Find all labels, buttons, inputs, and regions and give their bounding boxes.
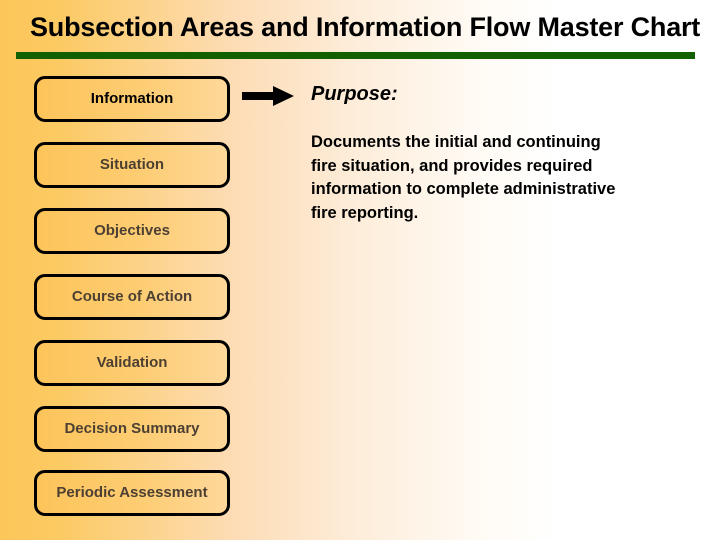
detail-heading: Purpose:	[311, 83, 398, 105]
sidebar-item-course-of-action[interactable]: Course of Action	[34, 274, 230, 320]
detail-body-line: fire situation, and provides required	[311, 156, 593, 175]
sidebar-item-label: Course of Action	[71, 288, 193, 305]
detail-body-line: Documents the initial and continuing	[311, 133, 601, 151]
title-divider	[16, 52, 695, 59]
sidebar-item-decision-summary[interactable]: Decision Summary	[34, 406, 230, 452]
sidebar-item-label: Decision Summary	[64, 420, 200, 437]
page-title: Subsection Areas and Information Flow Ma…	[30, 12, 701, 42]
sidebar-item-validation[interactable]: Validation	[34, 340, 230, 386]
sidebar-item-label: Validation	[96, 354, 168, 371]
detail-body-line: information to complete administrative	[311, 180, 616, 198]
detail-body-line: fire reporting.	[311, 203, 419, 222]
sidebar-item-objectives[interactable]: Objectives	[34, 208, 230, 254]
sidebar-item-situation[interactable]: Situation	[34, 142, 230, 188]
sidebar-item-label: Information	[90, 90, 174, 107]
arrow-right-icon	[242, 86, 294, 106]
sidebar-item-periodic-assessment[interactable]: Periodic Assessment	[34, 470, 230, 516]
detail-body: Documents the initial and continuing fir…	[311, 131, 703, 225]
sidebar-item-label: Periodic Assessment	[56, 484, 208, 501]
sidebar-item-label: Situation	[99, 156, 165, 173]
sidebar-item-label: Objectives	[94, 222, 170, 239]
sidebar-item-information[interactable]: Information	[34, 76, 230, 122]
